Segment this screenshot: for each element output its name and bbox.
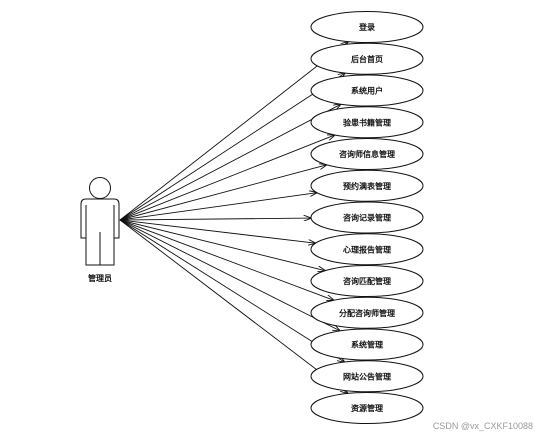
use-case: 资源管理: [310, 392, 424, 424]
association-arrow: [119, 219, 345, 362]
use-case-label: 后台首页: [351, 54, 383, 64]
use-case: 咨询记录管理: [310, 201, 424, 234]
use-case-label: 咨询师信息管理: [339, 149, 395, 159]
use-case-label: 心理报告管理: [343, 244, 391, 254]
use-case-label: 咨询记录管理: [343, 213, 391, 223]
use-case: 咨询匹配管理: [310, 265, 424, 297]
association-lines: [119, 42, 348, 394]
use-case-ellipse: [310, 328, 424, 361]
actor-admin: 管理员: [80, 177, 120, 283]
actor-figure-icon: [80, 177, 120, 266]
actor-label: 管理员: [88, 273, 112, 283]
use-case-ellipse: [310, 233, 424, 266]
use-case: 分配咨询师管理: [310, 296, 424, 329]
use-case-label: 咨询匹配管理: [343, 276, 391, 286]
association-arrow: [119, 73, 345, 221]
association-arrow: [119, 104, 341, 221]
use-case-label: 系统用户: [351, 86, 383, 96]
use-case-label: 登录: [358, 22, 375, 32]
use-case: 咨询师信息管理: [310, 138, 424, 170]
association-arrow: [119, 219, 316, 243]
use-case-ellipse: [310, 42, 424, 75]
association-arrow: [119, 219, 325, 271]
use-case-ellipse: [310, 201, 424, 234]
use-case-ellipse: [310, 11, 424, 43]
use-case: 网站公告管理: [310, 360, 424, 393]
use-case: 登录: [310, 11, 424, 43]
association-arrow: [119, 42, 348, 221]
use-case-ellipse: [310, 169, 424, 202]
use-case-label: 资源管理: [351, 403, 383, 413]
use-case-ellipse: [310, 360, 424, 393]
association-arrow: [119, 218, 311, 220]
association-arrow: [119, 165, 327, 221]
use-case-ellipse: [310, 138, 424, 170]
use-case-label: 分配咨询师管理: [339, 308, 395, 318]
watermark: CSDN @vx_CXKF10088: [433, 421, 533, 431]
use-case-label: 网站公告管理: [343, 371, 391, 381]
association-arrow: [119, 193, 317, 221]
use-case: 预约满表管理: [310, 169, 424, 202]
use-case: 后台首页: [310, 42, 424, 75]
use-case-label: 系统管理: [351, 340, 383, 350]
use-case-label: 验患书籍管理: [343, 117, 391, 127]
use-case-list: 登录后台首页系统用户验患书籍管理咨询师信息管理预约满表管理咨询记录管理心理报告管…: [310, 11, 424, 424]
association-arrow: [119, 219, 334, 300]
use-case-ellipse: [310, 265, 424, 297]
use-case-ellipse: [310, 106, 424, 139]
use-case: 系统管理: [310, 328, 424, 361]
use-case-label: 预约满表管理: [343, 181, 391, 191]
association-arrow: [119, 219, 340, 331]
use-case: 验患书籍管理: [310, 106, 424, 139]
association-arrow: [119, 219, 348, 393]
association-arrow: [119, 135, 335, 221]
use-case-ellipse: [310, 296, 424, 329]
use-case-ellipse: [310, 74, 424, 107]
use-case-ellipse: [310, 392, 424, 424]
use-case: 系统用户: [310, 74, 424, 107]
use-case: 心理报告管理: [310, 233, 424, 266]
